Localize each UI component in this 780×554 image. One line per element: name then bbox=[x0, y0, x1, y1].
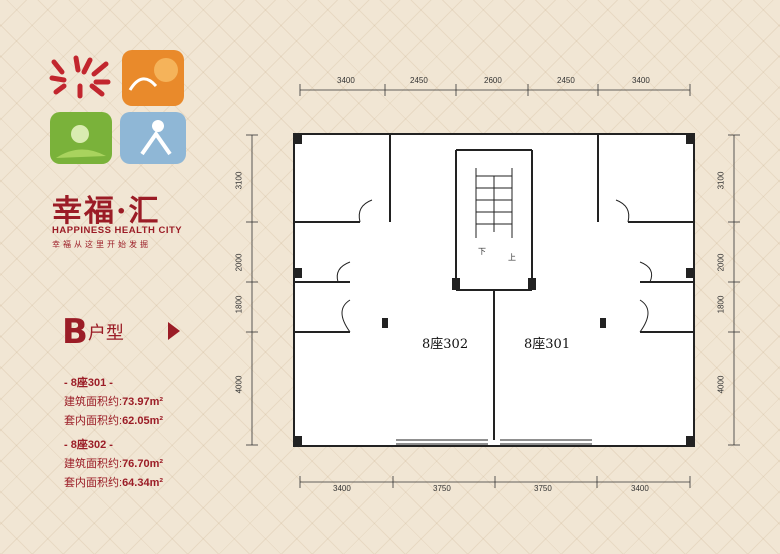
room-label-302: 8座302 bbox=[422, 337, 469, 352]
net-area-value: 64.34m² bbox=[122, 477, 164, 489]
brand-slogan: 幸福从这里开始发掘 bbox=[52, 240, 151, 249]
bottom-dim-1: 3400 bbox=[333, 484, 351, 493]
windows bbox=[396, 439, 592, 445]
gross-area-value: 76.70m² bbox=[122, 458, 164, 470]
unit-title: - 8座301 - bbox=[64, 377, 113, 389]
dimension-lines bbox=[246, 84, 740, 488]
logo-tile-blue bbox=[120, 112, 186, 164]
stair-up-label: 上 bbox=[508, 253, 516, 262]
bottom-dim-4: 3400 bbox=[631, 484, 649, 493]
unit-letter: B bbox=[62, 312, 88, 352]
net-area-row: 套内面积约:62.05m² bbox=[64, 415, 164, 427]
top-dim-4: 2450 bbox=[557, 76, 575, 85]
stair-down-label: 下 bbox=[478, 247, 486, 256]
net-area-row: 套内面积约:64.34m² bbox=[64, 477, 164, 489]
brand-name-en: HAPPINESS HEALTH CITY bbox=[52, 225, 183, 236]
gross-area-value: 73.97m² bbox=[122, 396, 164, 408]
gross-area-row: 建筑面积约:73.97m² bbox=[64, 396, 164, 408]
unit-type-title: B户型 bbox=[62, 312, 124, 352]
logo-tile-green bbox=[50, 112, 112, 164]
unit-type-label: 户型 bbox=[87, 323, 124, 344]
top-dim-5: 3400 bbox=[632, 76, 650, 85]
net-area-value: 62.05m² bbox=[122, 415, 164, 427]
logo-tile-orange bbox=[122, 50, 184, 106]
bottom-dim-2: 3750 bbox=[433, 484, 451, 493]
top-dim-1: 3400 bbox=[337, 76, 355, 85]
room-label-301: 8座301 bbox=[524, 337, 571, 352]
unit-info-301: - 8座301 - 建筑面积约:73.97m² 套内面积约:62.05m² bbox=[64, 374, 163, 431]
columns bbox=[294, 134, 694, 446]
bottom-dim-3: 3750 bbox=[534, 484, 552, 493]
doors bbox=[336, 199, 653, 333]
brand-name-cn: 幸福·汇 bbox=[52, 194, 161, 229]
stair bbox=[475, 168, 513, 238]
unit-title: - 8座302 - bbox=[64, 439, 113, 451]
logo-sun-mark bbox=[46, 50, 116, 100]
unit-info-302: - 8座302 - 建筑面积约:76.70m² 套内面积约:64.34m² bbox=[64, 436, 163, 493]
arrow-right-icon bbox=[168, 322, 180, 340]
top-dim-2: 2450 bbox=[410, 76, 428, 85]
gross-area-row: 建筑面积约:76.70m² bbox=[64, 458, 164, 470]
top-dim-3: 2600 bbox=[484, 76, 502, 85]
